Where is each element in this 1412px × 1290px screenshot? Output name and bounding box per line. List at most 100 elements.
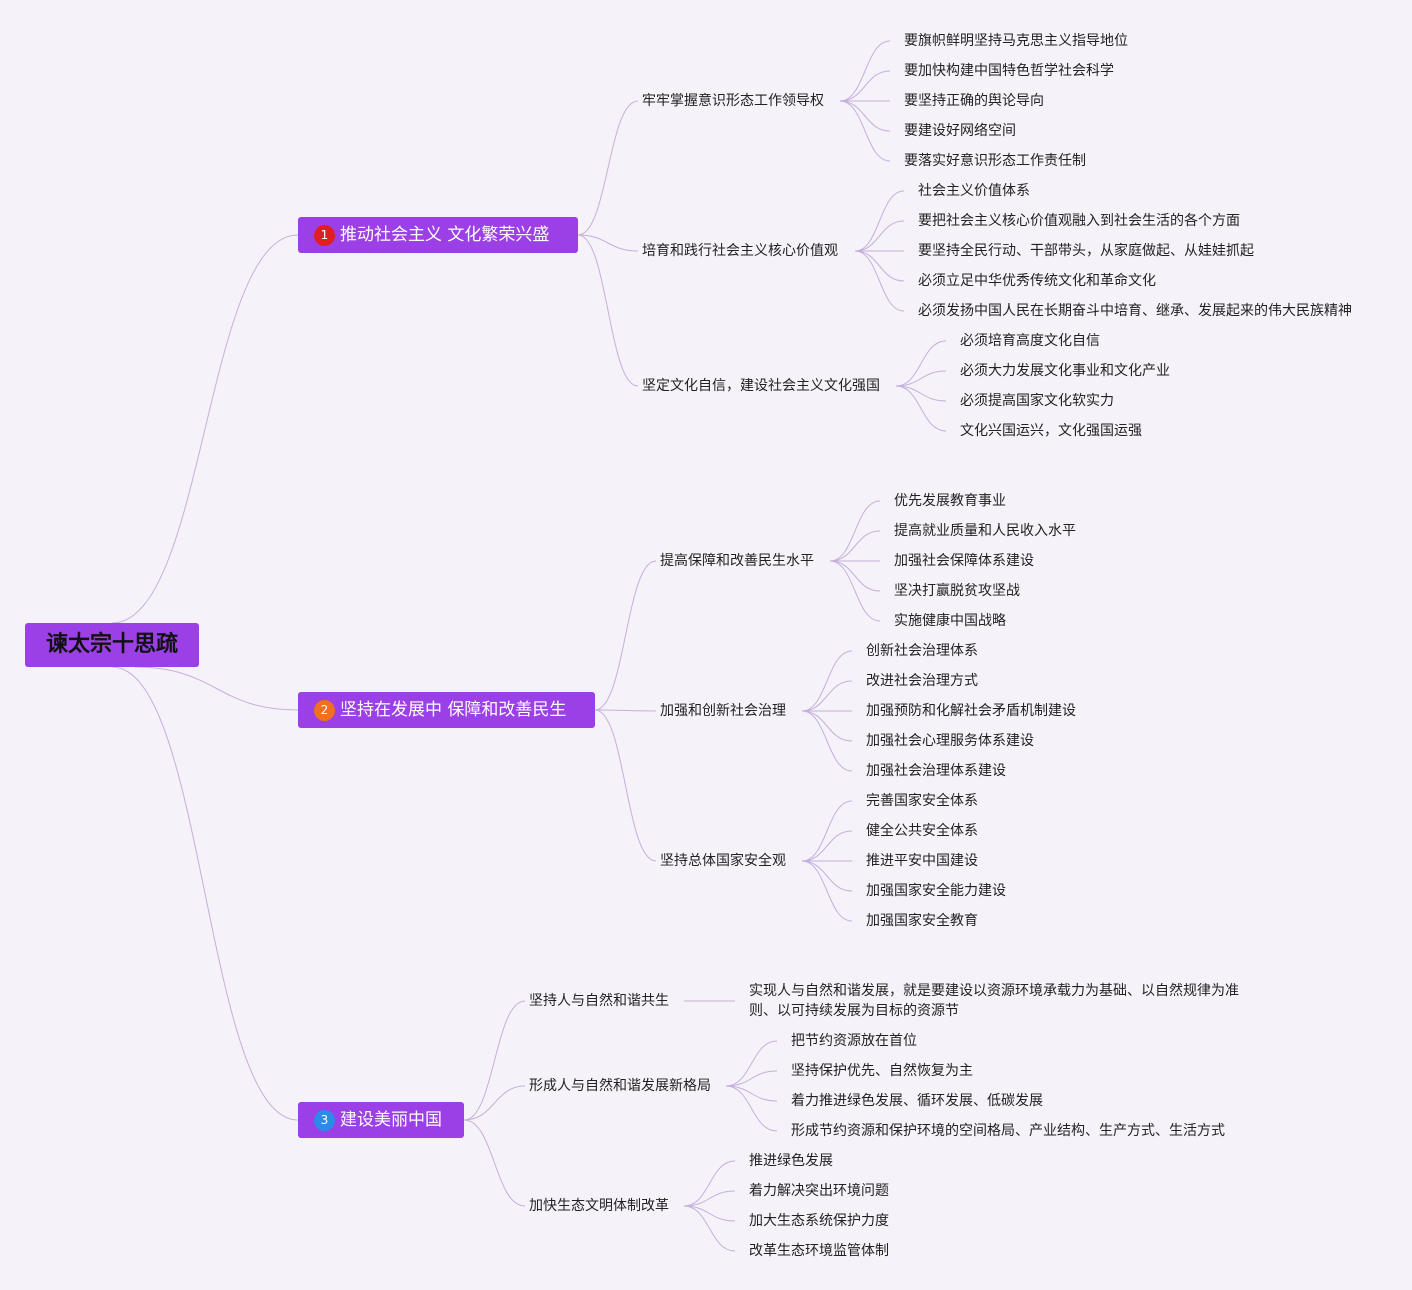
connector-line: [801, 680, 853, 712]
connector-line: [594, 709, 657, 862]
connector-line: [111, 234, 299, 624]
number-badge-icon: 3: [314, 1110, 335, 1131]
leaf-item[interactable]: 加大生态系统保护力度: [749, 1213, 889, 1229]
leaf-item[interactable]: 加强社会治理体系建设: [866, 763, 1006, 779]
topic-core-values[interactable]: 培育和践行社会主义核心价值观: [642, 243, 838, 259]
leaf-item[interactable]: 必须发扬中国人民在长期奋斗中培育、继承、发展起来的伟大民族精神: [918, 303, 1352, 319]
connector-line: [463, 1085, 526, 1121]
number-badge-icon: 1: [314, 225, 335, 246]
connector-line: [683, 1160, 736, 1207]
leaf-item[interactable]: 要把社会主义核心价值观融入到社会生活的各个方面: [918, 213, 1240, 229]
leaf-item[interactable]: 必须培育高度文化自信: [960, 333, 1100, 349]
leaf-item[interactable]: 创新社会治理体系: [866, 643, 978, 659]
connector-line: [895, 385, 947, 402]
branch-culture[interactable]: 1 推动社会主义 文化繁荣兴盛: [298, 217, 578, 253]
connector-line: [577, 100, 639, 236]
topic-cultural-confidence[interactable]: 坚定文化自信，建设社会主义文化强国: [642, 378, 880, 394]
connector-line: [839, 40, 891, 102]
leaf-item[interactable]: 优先发展教育事业: [894, 493, 1006, 509]
leaf-item[interactable]: 实施健康中国战略: [894, 613, 1006, 629]
connector-line: [829, 530, 881, 562]
leaf-item[interactable]: 要落实好意识形态工作责任制: [904, 153, 1086, 169]
leaf-item[interactable]: 加强预防和化解社会矛盾机制建设: [866, 703, 1076, 719]
connector-line: [895, 340, 947, 387]
branch-label: 建设美丽中国: [340, 1110, 442, 1130]
connector-line: [854, 250, 905, 312]
connector-line: [801, 830, 853, 862]
leaf-item[interactable]: 着力解决突出环境问题: [749, 1183, 889, 1199]
leaf-item[interactable]: 改进社会治理方式: [866, 673, 978, 689]
connector-line: [895, 370, 947, 387]
topic-new-pattern[interactable]: 形成人与自然和谐发展新格局: [529, 1078, 711, 1094]
leaf-item[interactable]: 坚决打赢脱贫攻坚战: [894, 583, 1020, 599]
connector-line: [854, 220, 905, 252]
leaf-item[interactable]: 改革生态环境监管体制: [749, 1243, 889, 1259]
connector-line: [839, 100, 891, 132]
leaf-item[interactable]: 形成节约资源和保护环境的空间格局、产业结构、生产方式、生活方式: [791, 1123, 1225, 1139]
connector-line: [839, 70, 891, 102]
leaf-item[interactable]: 要坚持全民行动、干部带头，从家庭做起、从娃娃抓起: [918, 243, 1254, 259]
connector-line: [463, 1119, 526, 1207]
leaf-item[interactable]: 必须提高国家文化软实力: [960, 393, 1114, 409]
topic-harmony-nature[interactable]: 坚持人与自然和谐共生: [529, 993, 669, 1009]
branch-label: 推动社会主义 文化繁荣兴盛: [340, 225, 550, 245]
root-node[interactable]: 谏太宗十思疏: [25, 623, 199, 667]
connector-line: [683, 1205, 736, 1222]
leaf-item[interactable]: 实现人与自然和谐发展，就是要建设以资源环境承载力为基础、以自然规律为准则、以可持…: [749, 983, 1239, 1019]
connector-line: [801, 710, 853, 742]
connector-line: [801, 860, 853, 922]
topic-national-security[interactable]: 坚持总体国家安全观: [660, 853, 786, 869]
topic-eco-reform[interactable]: 加快生态文明体制改革: [529, 1198, 669, 1214]
leaf-item[interactable]: 必须大力发展文化事业和文化产业: [960, 363, 1170, 379]
connector-line: [829, 500, 881, 562]
connector-line: [725, 1085, 778, 1132]
leaf-item[interactable]: 文化兴国运兴，文化强国运强: [960, 423, 1142, 439]
leaf-item[interactable]: 要建设好网络空间: [904, 123, 1016, 139]
leaf-item[interactable]: 加强社会保障体系建设: [894, 553, 1034, 569]
topic-social-governance[interactable]: 加强和创新社会治理: [660, 703, 786, 719]
connector-line: [854, 250, 905, 282]
leaf-item[interactable]: 完善国家安全体系: [866, 793, 978, 809]
number-badge-icon: 2: [314, 700, 335, 721]
connector-line: [725, 1070, 778, 1087]
leaf-item[interactable]: 必须立足中华优秀传统文化和革命文化: [918, 273, 1156, 289]
leaf-item[interactable]: 健全公共安全体系: [866, 823, 978, 839]
connector-line: [829, 560, 881, 592]
leaf-item[interactable]: 加强社会心理服务体系建设: [866, 733, 1034, 749]
leaf-item[interactable]: 要加快构建中国特色哲学社会科学: [904, 63, 1114, 79]
topic-people-welfare[interactable]: 提高保障和改善民生水平: [660, 553, 814, 569]
leaf-item[interactable]: 要坚持正确的舆论导向: [904, 93, 1044, 109]
connector-line: [725, 1085, 778, 1102]
connector-line: [829, 560, 881, 622]
connector-line: [111, 666, 299, 1121]
connector-line: [801, 650, 853, 712]
connector-line: [801, 710, 853, 772]
leaf-item[interactable]: 着力推进绿色发展、循环发展、低碳发展: [791, 1093, 1043, 1109]
connector-line: [577, 234, 639, 252]
leaf-item[interactable]: 社会主义价值体系: [918, 183, 1030, 199]
branch-label: 坚持在发展中 保障和改善民生: [340, 700, 567, 720]
connector-line: [463, 1000, 526, 1121]
connector-line: [725, 1040, 778, 1087]
branch-beautiful-china[interactable]: 3 建设美丽中国: [298, 1102, 464, 1138]
branch-livelihood[interactable]: 2 坚持在发展中 保障和改善民生: [298, 692, 595, 728]
connector-line: [577, 234, 639, 387]
leaf-item[interactable]: 加强国家安全能力建设: [866, 883, 1006, 899]
leaf-item[interactable]: 要旗帜鲜明坚持马克思主义指导地位: [904, 33, 1128, 49]
leaf-item[interactable]: 推进平安中国建设: [866, 853, 978, 869]
connector-line: [134, 666, 299, 711]
connector-line: [801, 860, 853, 892]
leaf-item[interactable]: 坚持保护优先、自然恢复为主: [791, 1063, 973, 1079]
connector-line: [854, 190, 905, 252]
leaf-item[interactable]: 提高就业质量和人民收入水平: [894, 523, 1076, 539]
leaf-item[interactable]: 加强国家安全教育: [866, 913, 978, 929]
leaf-item[interactable]: 推进绿色发展: [749, 1153, 833, 1169]
leaf-item[interactable]: 把节约资源放在首位: [791, 1033, 917, 1049]
connector-line: [683, 1205, 736, 1252]
connector-line: [895, 385, 947, 432]
connector-line: [594, 709, 657, 712]
topic-ideology[interactable]: 牢牢掌握意识形态工作领导权: [642, 93, 824, 109]
connector-line: [683, 1190, 736, 1207]
connector-line: [839, 100, 891, 162]
